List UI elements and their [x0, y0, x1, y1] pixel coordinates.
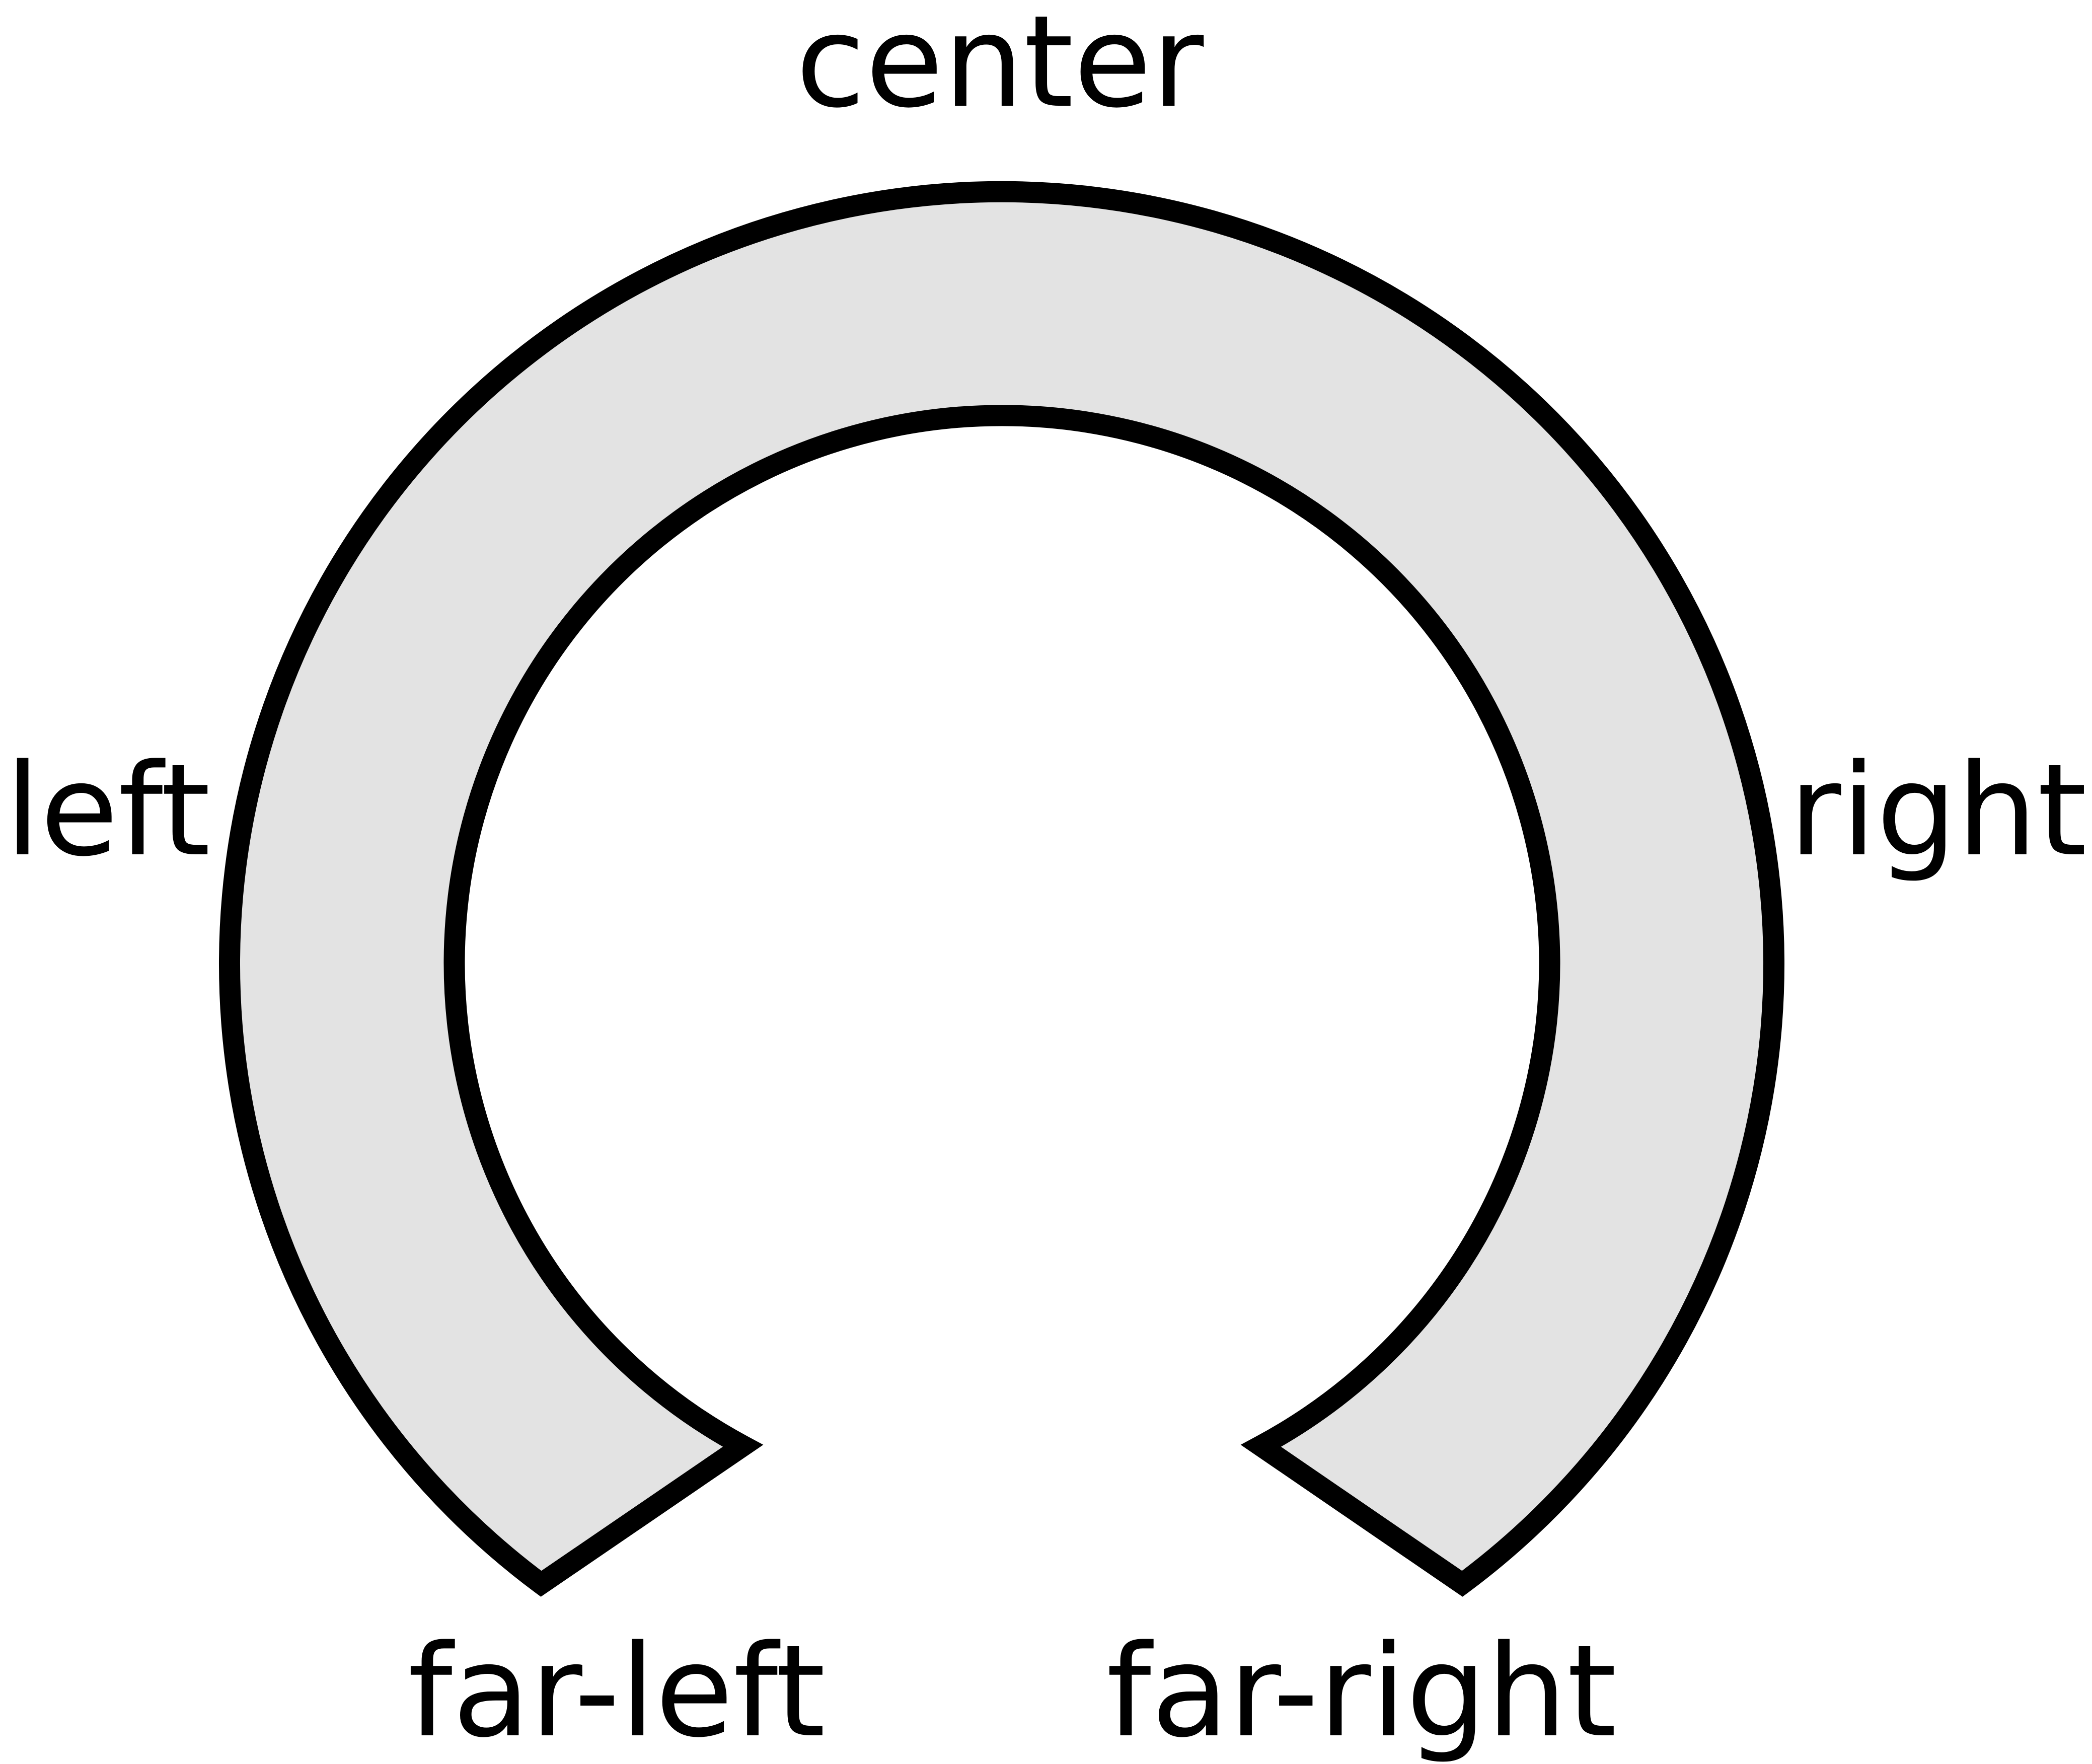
label-right: right [1789, 737, 2087, 885]
label-center: center [796, 0, 1204, 136]
label-far-right: far-right [1106, 1618, 1617, 1764]
stereo-arc-band [219, 181, 1784, 1597]
label-far-left: far-left [408, 1618, 826, 1764]
label-left: left [5, 737, 210, 885]
